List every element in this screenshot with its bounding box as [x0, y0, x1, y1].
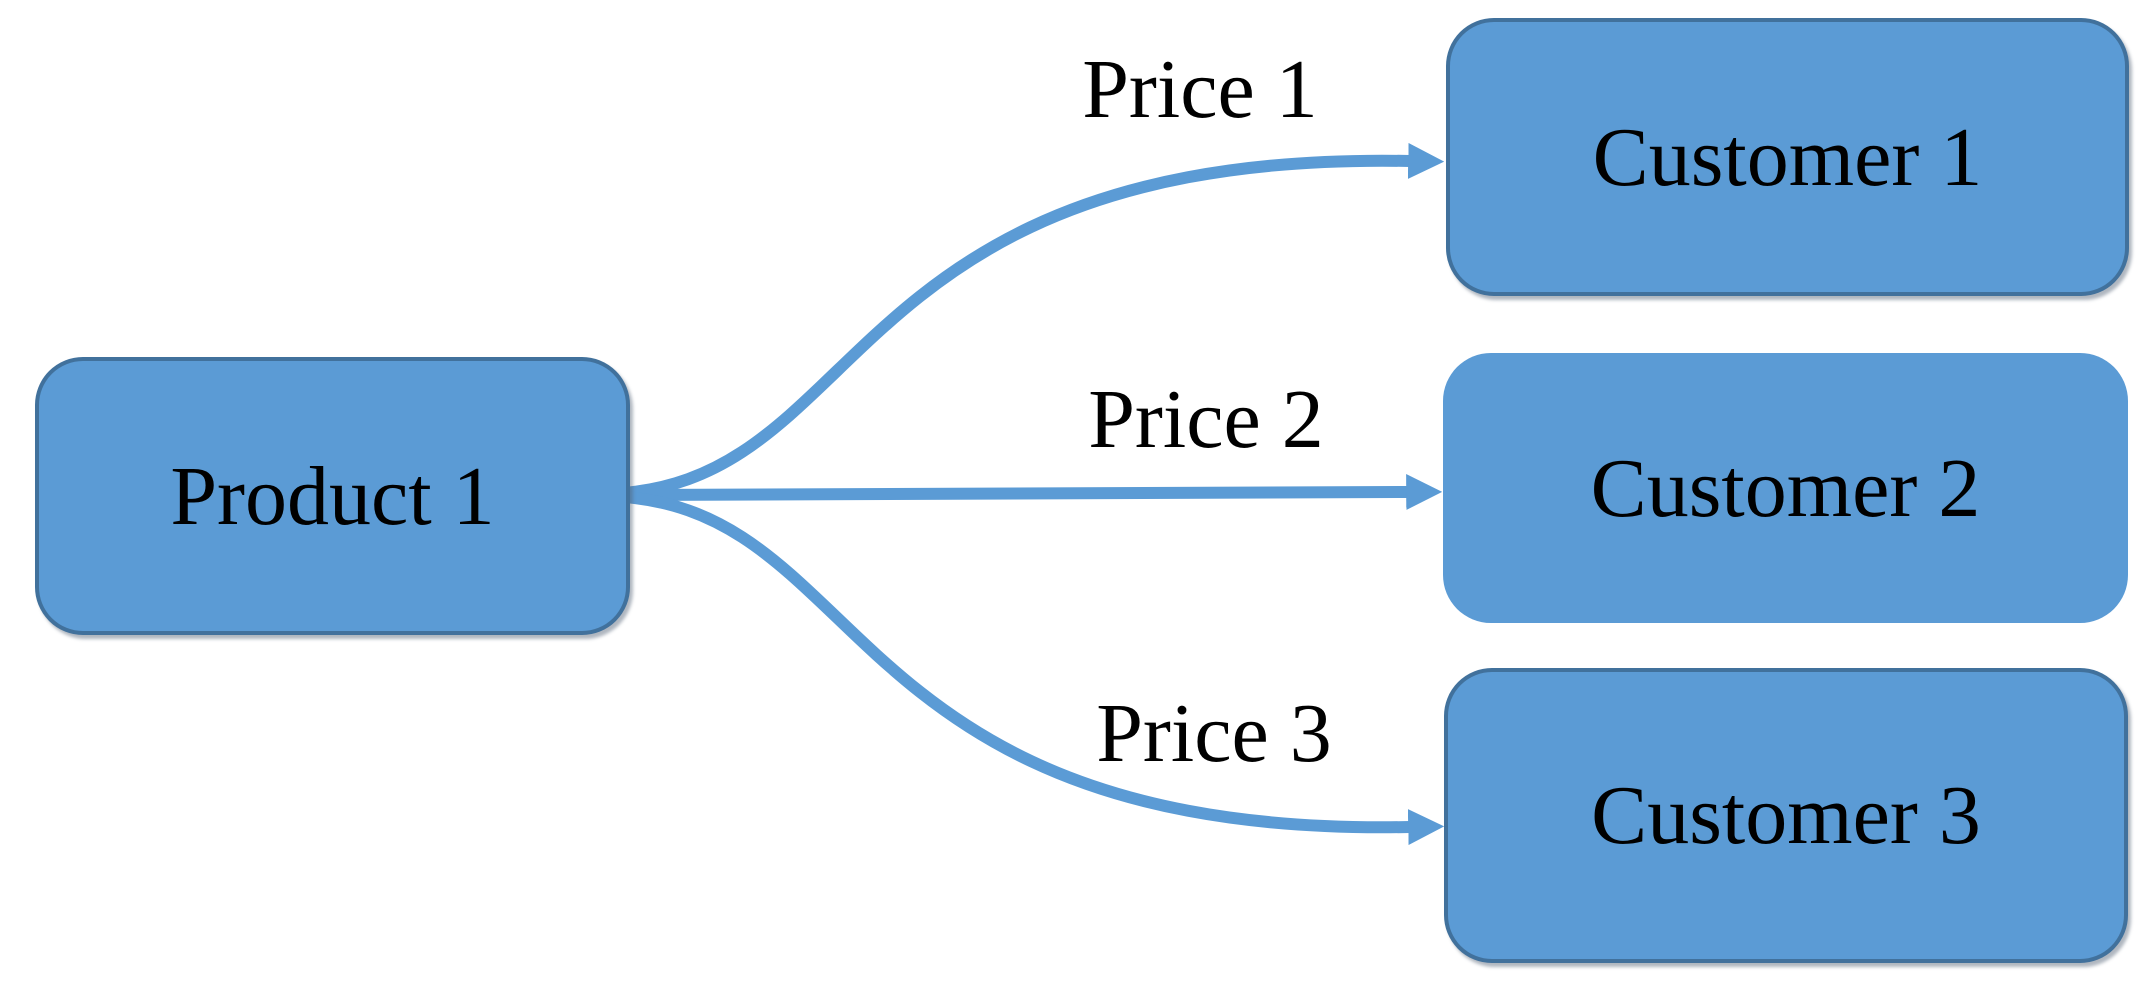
customer-node-1-label: Customer 1: [1592, 110, 1983, 204]
edge-label-price-1: Price 1: [1082, 43, 1318, 136]
customer-node-1: Customer 1: [1446, 18, 2129, 296]
edge-label-price-3: Price 3: [1096, 687, 1332, 780]
customer-node-3: Customer 3: [1444, 668, 2128, 963]
product-node: Product 1: [35, 357, 630, 635]
arrow-product-to-customer1: [623, 142, 1445, 499]
arrow-product-to-customer2: [623, 474, 1443, 511]
arrow-product-to-customer3: [623, 491, 1445, 846]
customer-node-3-label: Customer 3: [1591, 769, 1981, 862]
product-node-label: Product 1: [170, 449, 495, 543]
customer-node-2: Customer 2: [1443, 353, 2128, 623]
edge-label-price-2: Price 2: [1088, 373, 1324, 466]
customer-node-2-label: Customer 2: [1590, 441, 1981, 535]
